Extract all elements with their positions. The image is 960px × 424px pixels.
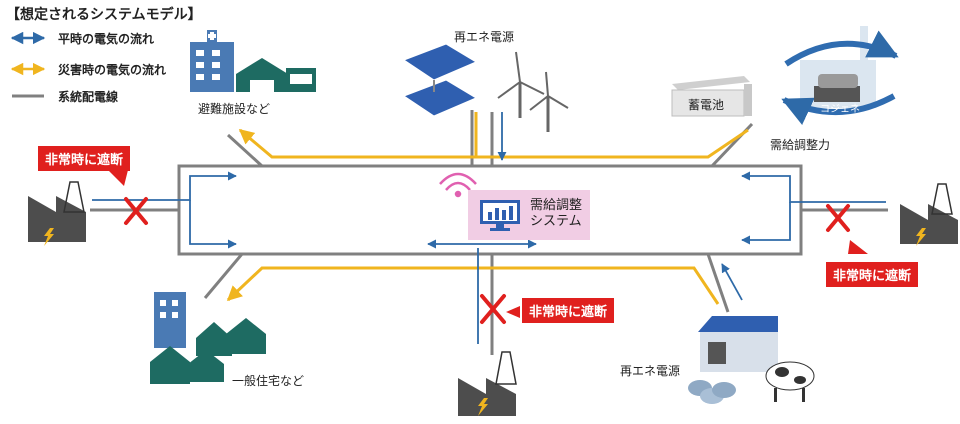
grid-branch-evac	[226, 133, 264, 168]
cutoff-callout-left: 非常時に遮断	[38, 146, 131, 171]
label-supply-adjust: 需給調整力	[770, 138, 831, 152]
legend-disaster-label: 災害時の電気の流れ	[58, 62, 167, 77]
legend-grid: 系統配電線	[6, 86, 118, 106]
legend-normal: 平時の電気の流れ	[6, 28, 154, 48]
disaster-flow-top	[238, 128, 749, 159]
evacuation-building-icon	[190, 30, 316, 92]
grid-branch-housing	[203, 253, 244, 299]
farm-biomass-icon	[688, 316, 815, 404]
diagram-title: 【想定されるシステムモデル】	[6, 7, 202, 23]
cutoff-callout-bottom: 非常時に遮断	[522, 298, 615, 323]
cogeneration-plant-icon	[781, 26, 899, 125]
power-plant-icon-right	[900, 183, 958, 246]
monitor-icon	[480, 200, 520, 231]
grid-branch-renew-bottom	[706, 253, 730, 313]
normal-flow-right-down	[741, 202, 791, 245]
housing-icon	[150, 292, 266, 384]
legend-disaster: 災害時の電気の流れ	[6, 59, 166, 79]
normal-flow-left-down	[189, 200, 237, 249]
callout-pointer-bottom	[506, 306, 520, 318]
label-evacuation: 避難施設など	[198, 102, 271, 116]
normal-flow-renew-bottom	[721, 263, 743, 301]
solar-panel-icon	[402, 43, 478, 117]
callout-pointer-left	[108, 170, 128, 186]
normal-flow-left-in	[92, 171, 237, 201]
callout-pointer-right	[848, 240, 868, 254]
legend-normal-label: 平時の電気の流れ	[58, 31, 155, 46]
cutoff-callout-right: 非常時に遮断	[826, 262, 919, 287]
disaster-flow-bottom	[226, 266, 720, 305]
power-plant-icon-left	[28, 181, 86, 246]
label-housing: 一般住宅など	[232, 374, 305, 388]
system-label-line1: 需給調整	[530, 198, 583, 213]
cutoff-x-right	[826, 204, 850, 232]
label-battery: 蓄電池	[688, 98, 725, 112]
system-label-line2: システム	[530, 214, 582, 229]
power-plant-icon-bottom	[458, 351, 517, 416]
wind-turbine-icon	[497, 51, 569, 132]
system-label: 需給調整 システム	[530, 198, 582, 230]
label-cogen: コジェネ	[820, 104, 860, 115]
cutoff-x-bottom	[480, 294, 506, 324]
wifi-icon	[439, 172, 477, 198]
battery-icon	[671, 76, 752, 117]
normal-flow-right-in	[741, 171, 886, 203]
legend-grid-label: 系統配電線	[58, 89, 119, 104]
label-renewable-bottom: 再エネ電源	[620, 364, 681, 378]
cutoff-x-left	[124, 197, 148, 225]
label-renewable-top: 再エネ電源	[454, 30, 515, 44]
